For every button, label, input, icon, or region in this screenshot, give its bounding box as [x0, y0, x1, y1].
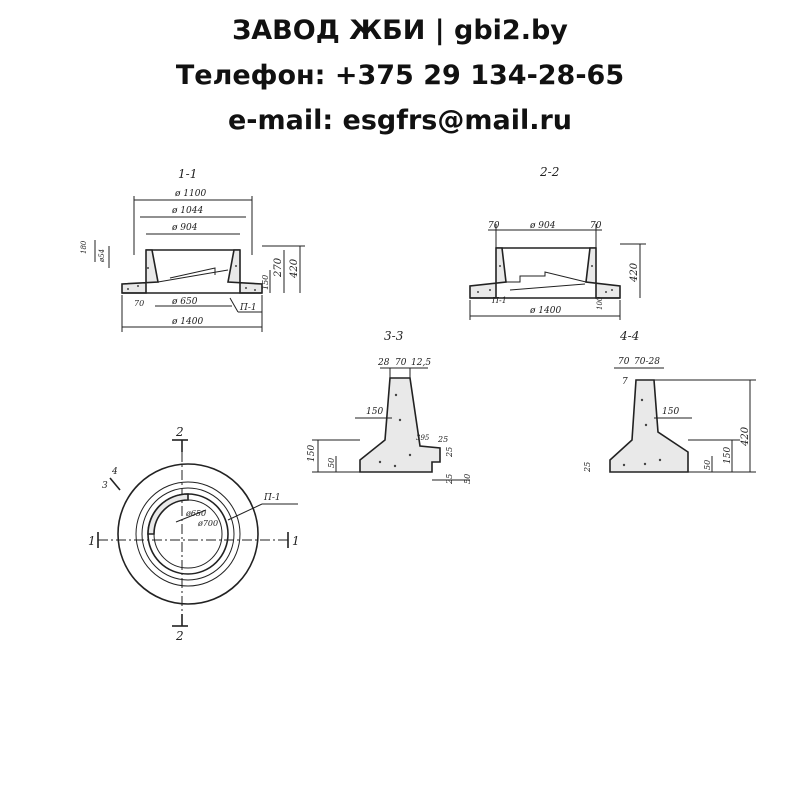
dim-label-150-s33-h: 150: [307, 445, 317, 462]
section-3-3-title: 3-3: [384, 329, 404, 343]
dim-label-270: 270: [273, 257, 284, 278]
plan-mark-3: 3: [102, 481, 108, 491]
ring-profile-s33: [359, 377, 441, 473]
dim-label-25-s44: 25: [583, 462, 592, 473]
dim-label-7: 7: [622, 377, 628, 387]
dim-label-150: 150: [261, 275, 270, 290]
plan-outer-ring: [117, 463, 259, 605]
dim-label-420: 420: [289, 258, 300, 279]
dim-label-1400-s22: ø 1400: [529, 306, 561, 316]
section-4-4-title: 4-4: [619, 329, 639, 343]
plan-mark-4: 4: [111, 467, 118, 477]
dim-label-25b: 25: [445, 447, 454, 458]
section-3-3: 3-3 28 70 12,5 150 395 25 25 150 50 25 5…: [307, 329, 472, 485]
plan-ring-1044: [135, 481, 241, 587]
dim-label-70-right: 70: [590, 221, 602, 231]
dim-label-25a: 25: [437, 435, 448, 444]
dim-label-25c: 25: [445, 474, 454, 485]
dim-label-70-left: 70: [488, 221, 500, 231]
ring-left-wall-s22: [469, 247, 507, 299]
dim-label-70-s44: 70: [618, 357, 630, 367]
dim-label-70: 70: [134, 299, 144, 308]
dim-label-150-s33: 150: [366, 407, 383, 417]
dim-label-50a: 50: [327, 458, 336, 468]
dim-label-12-5: 12,5: [411, 358, 431, 368]
dim-label-100: 100: [596, 296, 604, 310]
plan-mark-1-left: 1: [88, 534, 96, 548]
ring-profile-s44: [609, 379, 689, 473]
plan-hatch-sector: [147, 493, 189, 535]
label-p1-section11: П-1: [239, 303, 257, 313]
dim-label-150-s44: 150: [662, 407, 679, 417]
section-2-2: 2-2 70 ø 904 70 420 П-1 100 ø 1400: [469, 165, 646, 320]
dim-label-28: 28: [377, 358, 390, 368]
company-header: ЗАВОД ЖБИ | gbi2.by Телефон: +375 29 134…: [0, 8, 800, 143]
ring-left-wall: [121, 249, 159, 294]
section-1-1-title: 1-1: [178, 167, 197, 181]
dim-label-395: 395: [416, 434, 430, 442]
dim-label-70-s33: 70: [395, 358, 407, 368]
dim-label-150-s44-h: 150: [723, 447, 733, 464]
dim-label-50b: 50: [463, 474, 472, 484]
header-phone: Телефон: +375 29 134-28-65: [175, 60, 625, 91]
section-2-2-title: 2-2: [539, 165, 559, 179]
dim-label-1400: ø 1400: [171, 317, 203, 327]
dim-label-904: ø 904: [171, 223, 198, 233]
ring-right-wall: [227, 249, 263, 294]
dim-label-420-s44: 420: [740, 426, 751, 447]
dim-label-180: 180: [80, 240, 88, 254]
header-email: e-mail: esgfrs@mail.ru: [227, 105, 573, 136]
plan-mark-2-top: 2: [175, 425, 184, 439]
plan-view: 2 2 1 1 3 4 ø650 ø700 П-1: [88, 425, 300, 643]
plan-dim-700: ø700: [197, 519, 218, 528]
section-1-1: 1-1 ø 1100 ø 1044 ø 904 180 ø54 420 270 …: [80, 167, 305, 332]
plan-mark-1-right: 1: [292, 534, 300, 548]
plan-dim-650: ø650: [185, 509, 206, 518]
dim-label-1100: ø 1100: [174, 189, 206, 199]
label-p1-section22: П-1: [491, 296, 507, 305]
dim-label-904-s22: ø 904: [529, 221, 556, 231]
header-company-name: ЗАВОД ЖБИ | gbi2.by: [232, 15, 568, 46]
dim-label-70-28: 70-28: [634, 357, 660, 367]
plan-label-p1: П-1: [263, 493, 281, 503]
dim-label-50-s44: 50: [703, 460, 712, 470]
section-4-4: 4-4 70 70-28 7 150 420 150 50 25: [583, 329, 756, 473]
plan-ring-904: [141, 487, 235, 581]
dim-label-420-s22: 420: [629, 262, 640, 283]
dim-label-54: ø54: [98, 249, 106, 263]
dim-label-1044: ø 1044: [171, 206, 203, 216]
ring-right-wall-s22: [585, 247, 621, 299]
dim-label-650: ø 650: [171, 297, 198, 307]
plan-mark-2-bottom: 2: [175, 629, 184, 643]
